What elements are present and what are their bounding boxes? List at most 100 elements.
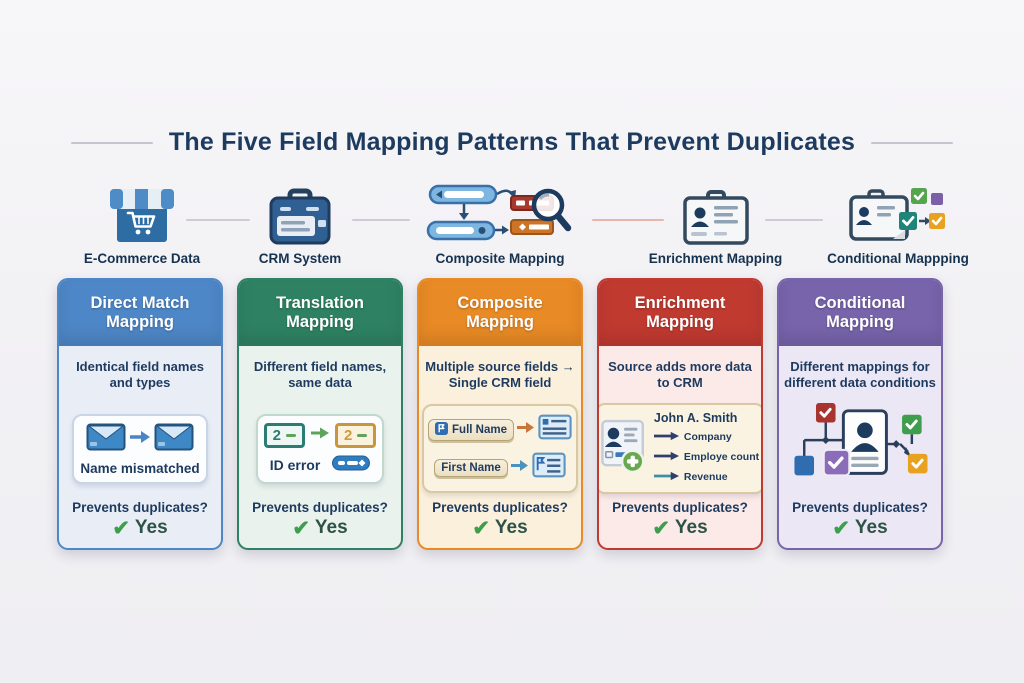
conditional-flowchart-illustration bbox=[786, 401, 934, 496]
answer-text: Yes bbox=[134, 517, 168, 538]
card-question: Prevents duplicates? bbox=[432, 500, 568, 515]
check-icon: ✔ bbox=[112, 516, 130, 540]
card-footer: Prevents duplicates? ✔ Yes bbox=[72, 500, 208, 539]
connector-line-2 bbox=[352, 219, 410, 221]
enriched-fields-column: John A. Smith Company Employe count bbox=[653, 411, 760, 486]
title-right-line bbox=[871, 141, 954, 144]
card-direct-match-mapping: Direct Match Mapping Identical field nam… bbox=[57, 278, 223, 550]
crm-field-card-icon bbox=[538, 414, 572, 445]
icon-row: E-Commerce Data CRM System bbox=[0, 180, 1024, 274]
field-pill-icon bbox=[332, 455, 371, 476]
icon-group-enrichment: Enrichment Mapping bbox=[628, 180, 803, 266]
card-body: Identical field names and types bbox=[59, 346, 221, 548]
arrow-right-icon bbox=[516, 421, 535, 439]
card-header: Enrichment Mapping bbox=[599, 280, 761, 346]
card-body: Different mappings for different data co… bbox=[779, 346, 941, 548]
crm-field-card-icon bbox=[532, 452, 566, 483]
check-icon: ✔ bbox=[832, 516, 850, 540]
icon-group-conditional: Conditional Mappping bbox=[802, 180, 994, 266]
card-footer: Prevents duplicates? ✔ Yes bbox=[612, 500, 748, 539]
connector-line-4 bbox=[765, 219, 823, 221]
card-description: Identical field names and types bbox=[76, 358, 204, 390]
answer-text: Yes bbox=[494, 517, 528, 538]
ecommerce-storefront-icon bbox=[105, 180, 179, 246]
card-conditional-mapping: Conditional Mapping Different mappings f… bbox=[777, 278, 943, 550]
answer-text: Yes bbox=[314, 517, 348, 538]
title-row: The Five Field Mapping Patterns That Pre… bbox=[0, 128, 1024, 157]
connector-line-3 bbox=[592, 219, 664, 221]
source-field-button: First Name bbox=[434, 458, 508, 477]
envelope-icon bbox=[86, 423, 126, 456]
icon-label-crm: CRM System bbox=[258, 251, 342, 266]
card-question: Prevents duplicates? bbox=[72, 500, 208, 515]
check-icon: ✔ bbox=[472, 516, 490, 540]
check-icon: ✔ bbox=[292, 516, 310, 540]
direct-match-illustration: Name mismatched bbox=[72, 413, 208, 484]
card-answer: ✔ Yes bbox=[292, 517, 347, 539]
card-question: Prevents duplicates? bbox=[252, 500, 388, 515]
target-value-box: 2 bbox=[335, 422, 377, 448]
card-title: Composite Mapping bbox=[457, 293, 543, 331]
card-description: Different field names, same data bbox=[253, 358, 387, 390]
card-title: Direct Match Mapping bbox=[90, 293, 190, 331]
field-merge-row: Full Name bbox=[428, 414, 572, 445]
dash-icon bbox=[286, 433, 296, 437]
card-body: Source adds more data to CRM bbox=[599, 346, 761, 548]
card-description: Source adds more data to CRM bbox=[608, 358, 752, 390]
value-translation-row: 2 2 bbox=[263, 422, 377, 448]
card-enrichment-mapping: Enrichment Mapping Source adds more data… bbox=[597, 278, 763, 550]
arrow-right-icon bbox=[510, 459, 529, 477]
icon-label-enrichment: Enrichment Mapping bbox=[648, 251, 783, 266]
arrow-right-icon bbox=[653, 468, 680, 486]
card-answer: ✔ Yes bbox=[652, 517, 707, 539]
arrow-right-icon bbox=[310, 426, 330, 445]
icon-label-conditional: Conditional Mappping bbox=[827, 251, 969, 266]
card-translation-mapping: Translation Mapping Different field name… bbox=[237, 278, 403, 550]
source-field-button: Full Name bbox=[428, 418, 514, 441]
card-footer: Prevents duplicates? ✔ Yes bbox=[252, 500, 388, 539]
contact-card-plus-icon bbox=[601, 418, 649, 479]
icon-group-ecommerce: E-Commerce Data bbox=[72, 180, 212, 266]
card-title: Enrichment Mapping bbox=[634, 293, 726, 331]
card-footer: Prevents duplicates? ✔ Yes bbox=[792, 500, 928, 539]
answer-text: Yes bbox=[674, 517, 708, 538]
card-body: Multiple source fields → Single CRM fiel… bbox=[419, 346, 581, 548]
enriched-field-row: Employe count bbox=[653, 448, 760, 466]
card-header: Translation Mapping bbox=[239, 280, 401, 346]
card-composite-mapping: Composite Mapping Multiple source fields… bbox=[417, 278, 583, 550]
composite-illustration: Full Name bbox=[422, 404, 578, 493]
composite-merge-magnifier-icon bbox=[426, 180, 574, 246]
envelope-mapping-row bbox=[86, 423, 194, 456]
field-merge-row: First Name bbox=[434, 452, 566, 483]
arrow-right-icon bbox=[653, 448, 680, 466]
enriched-field-row: Revenue bbox=[653, 468, 759, 486]
card-description: Multiple source fields → Single CRM fiel… bbox=[425, 358, 575, 390]
cards-row: Direct Match Mapping Identical field nam… bbox=[57, 278, 943, 550]
icon-label-composite: Composite Mapping bbox=[435, 251, 565, 266]
enriched-field-row: Company bbox=[653, 428, 759, 446]
target-value: 2 bbox=[344, 426, 353, 444]
card-answer: ✔ Yes bbox=[832, 517, 887, 539]
flag-icon bbox=[435, 421, 449, 438]
source-value: 2 bbox=[272, 426, 281, 444]
field-label: First Name bbox=[441, 461, 501, 474]
arrow-right-icon bbox=[653, 428, 680, 446]
card-header: Direct Match Mapping bbox=[59, 280, 221, 346]
enrichment-illustration: John A. Smith Company Employe count bbox=[599, 403, 761, 494]
enrichment-id-badge-icon bbox=[682, 180, 750, 246]
id-error-row: ID error bbox=[270, 455, 371, 476]
illustration-caption: ID error bbox=[269, 457, 321, 473]
source-value-box: 2 bbox=[263, 422, 305, 448]
arrow-right-icon bbox=[129, 429, 151, 450]
enriched-field-label: Company bbox=[683, 431, 732, 443]
enriched-field-label: Employe count bbox=[683, 451, 760, 463]
card-footer: Prevents duplicates? ✔ Yes bbox=[432, 500, 568, 539]
crm-briefcase-icon bbox=[268, 180, 332, 246]
card-title: Conditional Mapping bbox=[814, 293, 906, 331]
connector-line-1 bbox=[186, 219, 250, 221]
card-question: Prevents duplicates? bbox=[612, 500, 748, 515]
icon-label-ecommerce: E-Commerce Data bbox=[83, 251, 201, 266]
card-description: Different mappings for different data co… bbox=[784, 358, 936, 390]
card-title: Translation Mapping bbox=[275, 293, 365, 331]
